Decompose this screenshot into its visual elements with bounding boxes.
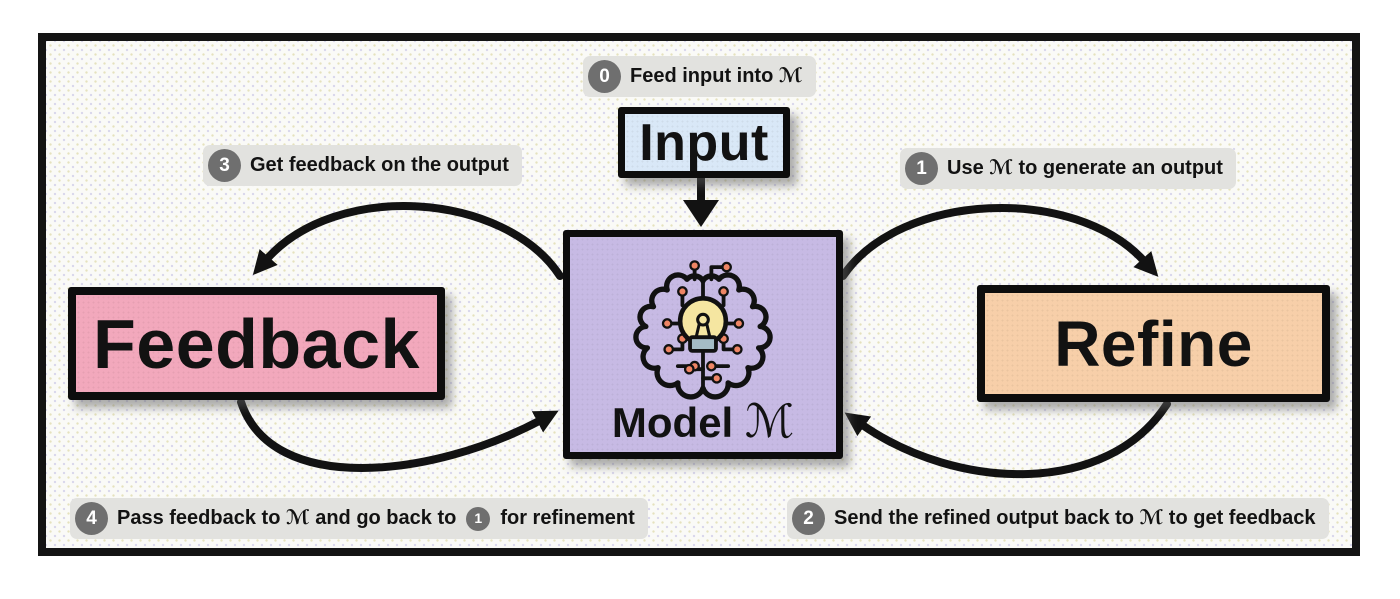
feedback-label: Feedback: [93, 304, 420, 383]
node-feedback: Feedback: [68, 287, 445, 400]
step-0-label: 0 Feed input into ℳ: [583, 56, 816, 97]
model-label-word: Model: [611, 399, 734, 446]
step-0-badge: 0: [588, 60, 621, 93]
step-1-text: Use ℳ to generate an output: [947, 157, 1223, 179]
step-3-badge: 3: [208, 149, 241, 182]
node-model: Model ℳ: [563, 230, 843, 459]
step-1-badge: 1: [905, 152, 938, 185]
step-4-text-after: for refinement: [500, 507, 635, 529]
step-1-label: 1 Use ℳ to generate an output: [900, 148, 1236, 189]
brain-circuit-icon: [633, 260, 773, 400]
model-label: Model ℳ: [570, 398, 836, 444]
step-4-label: 4 Pass feedback to ℳ and go back to 1 fo…: [70, 498, 648, 539]
step-4-inline-badge: 1: [466, 506, 491, 531]
refine-label: Refine: [1054, 307, 1253, 380]
lightbulb-icon: [677, 296, 729, 353]
brain-left-hemisphere: [633, 272, 706, 400]
model-symbol: ℳ: [744, 394, 795, 448]
input-label: Input: [639, 113, 769, 172]
step-0-text: Feed input into ℳ: [630, 65, 803, 87]
step-4-badge: 4: [75, 502, 108, 535]
step-4-text-before: Pass feedback to ℳ and go back to: [117, 507, 457, 529]
step-3-text: Get feedback on the output: [250, 154, 509, 176]
step-2-label: 2 Send the refined output back to ℳ to g…: [787, 498, 1329, 539]
node-input: Input: [618, 107, 790, 178]
brain-right-hemisphere: [700, 272, 773, 400]
step-2-text: Send the refined output back to ℳ to get…: [834, 507, 1316, 529]
step-2-badge: 2: [792, 502, 825, 535]
step-3-label: 3 Get feedback on the output: [203, 145, 522, 186]
node-refine: Refine: [977, 285, 1330, 402]
